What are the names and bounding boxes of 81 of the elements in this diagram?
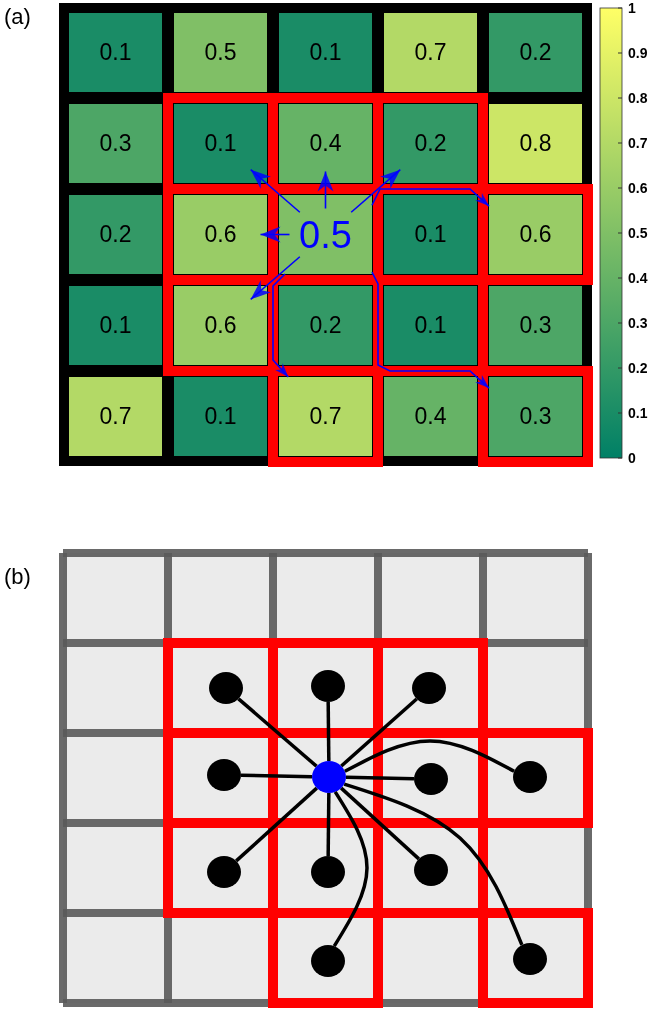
heatmap-cell xyxy=(174,195,267,274)
arrow xyxy=(317,170,334,210)
cell-value: 0.1 xyxy=(414,314,447,337)
connector-line xyxy=(340,786,420,861)
arrow xyxy=(371,271,490,389)
arrow xyxy=(249,168,301,214)
heatmap-cell xyxy=(174,104,267,183)
heatmap-cell xyxy=(69,377,162,456)
cell-value: 0.1 xyxy=(99,41,132,64)
arrow xyxy=(350,168,402,214)
heatmap-cell xyxy=(384,195,477,274)
heatmap-cell xyxy=(69,13,162,92)
arrow xyxy=(371,188,490,207)
connector-line xyxy=(345,775,415,781)
connector-line xyxy=(326,793,331,856)
cell-value: 0.8 xyxy=(519,132,552,155)
heatmap-cell xyxy=(279,13,372,92)
cell-value: 0.7 xyxy=(309,405,342,428)
cell-value: 0.6 xyxy=(204,314,237,337)
colorbar-tick-label: 0.3 xyxy=(628,316,648,330)
heatmap-cell xyxy=(174,13,267,92)
heatmap-cell xyxy=(69,195,162,274)
cell-value: 0.7 xyxy=(414,41,447,64)
connector-line xyxy=(344,739,515,773)
heatmap-cell xyxy=(384,286,477,365)
colorbar-tick-label: 1 xyxy=(628,1,636,15)
heatmap-cell xyxy=(489,195,582,274)
cell-value: 0.4 xyxy=(309,132,342,155)
heatmap-cell xyxy=(489,104,582,183)
heatmap-cell xyxy=(69,104,162,183)
colorbar-tick-label: 0.4 xyxy=(628,271,648,285)
cell-value: 0.2 xyxy=(99,223,132,246)
heatmap-cell xyxy=(174,286,267,365)
cell-value: 0.5 xyxy=(299,215,352,254)
connector-line xyxy=(326,702,331,761)
cell-value: 0.1 xyxy=(414,223,447,246)
arrow xyxy=(272,273,290,378)
panel-label: (a) xyxy=(4,6,31,28)
cell-value: 0.6 xyxy=(204,223,237,246)
panel-label: (b) xyxy=(4,566,31,588)
heatmap-cell xyxy=(384,377,477,456)
connector-line xyxy=(235,786,318,863)
colorbar-tick-label: 0.6 xyxy=(628,181,648,195)
heatmap-cell xyxy=(174,377,267,456)
connector-line xyxy=(340,697,418,768)
heatmap-cell xyxy=(384,104,477,183)
connector-line xyxy=(343,782,524,946)
heatmap-cell xyxy=(279,104,372,183)
arrow xyxy=(259,226,291,243)
heatmap-cell xyxy=(489,377,582,456)
cell-value: 0.1 xyxy=(204,132,237,155)
connector-line xyxy=(237,697,318,768)
heatmap-cell xyxy=(489,13,582,92)
cell-value: 0.1 xyxy=(99,314,132,337)
connector-line xyxy=(332,790,369,948)
colorbar-tick-label: 0.8 xyxy=(628,91,648,105)
heatmap-cell xyxy=(489,286,582,365)
heatmap-cell xyxy=(279,377,372,456)
cell-value: 0.2 xyxy=(414,132,447,155)
cell-value: 0.4 xyxy=(414,405,447,428)
cell-value: 0.3 xyxy=(519,405,552,428)
cell-value: 0.1 xyxy=(309,41,342,64)
connector-line xyxy=(240,773,313,779)
cell-value: 0.1 xyxy=(204,405,237,428)
cell-value: 0.3 xyxy=(99,132,132,155)
cell-value: 0.5 xyxy=(204,41,237,64)
cell-value: 0.7 xyxy=(99,405,132,428)
cell-value: 0.2 xyxy=(309,314,342,337)
colorbar-tick-label: 0 xyxy=(628,451,636,465)
colorbar-tick-label: 0.5 xyxy=(628,226,648,240)
heatmap-cell xyxy=(279,195,372,274)
colorbar-tick-label: 0.9 xyxy=(628,46,648,60)
heatmap-cell xyxy=(69,286,162,365)
heatmap-cell xyxy=(384,13,477,92)
cell-value: 0.2 xyxy=(519,41,552,64)
colorbar-tick-label: 0.1 xyxy=(628,406,648,420)
colorbar-tick-label: 0.2 xyxy=(628,361,648,375)
cell-value: 0.6 xyxy=(519,223,552,246)
heatmap-cell xyxy=(279,286,372,365)
cell-value: 0.3 xyxy=(519,314,552,337)
colorbar-tick-label: 0.7 xyxy=(628,136,648,150)
